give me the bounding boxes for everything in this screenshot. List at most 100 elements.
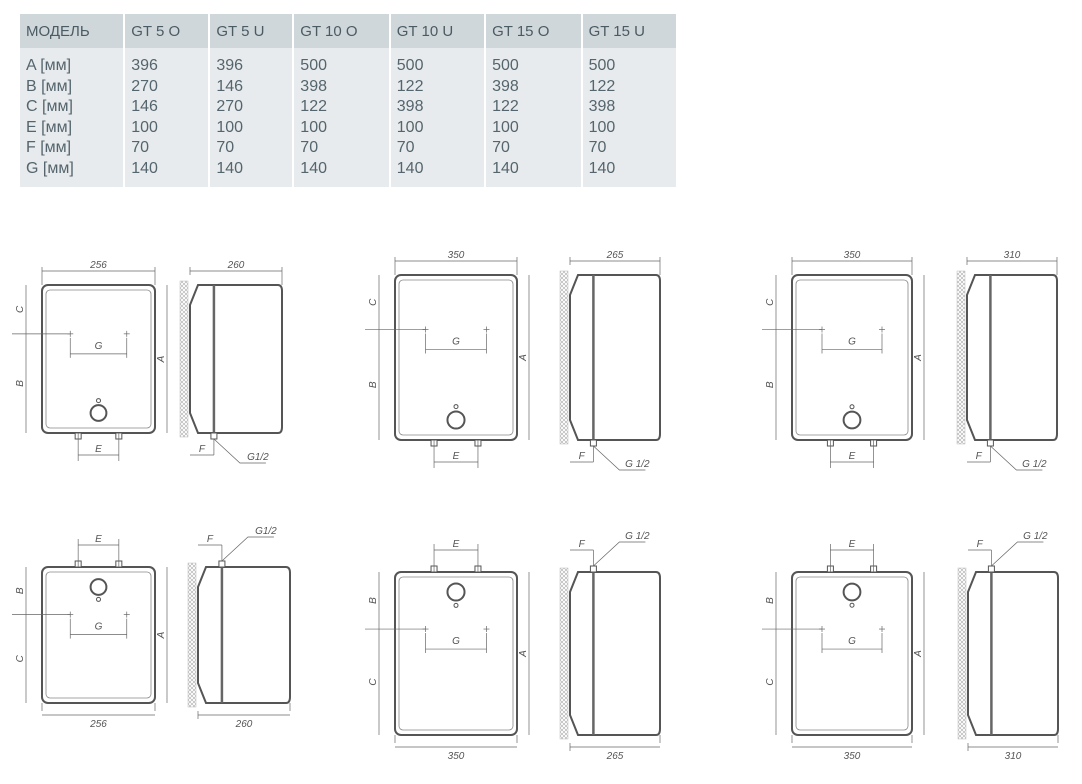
control-knob bbox=[842, 582, 862, 602]
heater-front-inner bbox=[45, 289, 152, 429]
table-cell: 140 bbox=[582, 158, 676, 187]
heater-front-inner bbox=[795, 279, 909, 436]
table-cell: 500 bbox=[582, 48, 676, 77]
heater-side-body bbox=[189, 284, 283, 434]
thread-leader bbox=[221, 536, 274, 562]
thread-label: G 1/2 bbox=[1022, 459, 1047, 470]
depth-label: 265 bbox=[606, 250, 624, 261]
indicator-light bbox=[849, 404, 855, 410]
dim-e-label: E bbox=[849, 539, 856, 550]
dim-a-label: A bbox=[913, 650, 924, 658]
wall-hatch bbox=[957, 567, 967, 740]
thread-leader bbox=[593, 541, 646, 567]
thread-label: G1/2 bbox=[255, 526, 277, 537]
dim-e-label: E bbox=[95, 534, 102, 545]
thread-leader bbox=[213, 438, 266, 464]
dim-g-label: G bbox=[95, 341, 103, 352]
depth-label: 310 bbox=[1004, 250, 1021, 261]
table-header-row: МОДЕЛЬ GT 5 O GT 5 U GT 10 O GT 10 U GT … bbox=[20, 14, 676, 48]
width-label: 256 bbox=[89, 260, 107, 271]
table-cell: 398 bbox=[294, 76, 389, 97]
dim-a-label: A bbox=[156, 355, 167, 363]
dim-f-label: F bbox=[977, 539, 984, 550]
control-knob bbox=[89, 578, 108, 596]
thread-leader bbox=[990, 445, 1043, 471]
dim-g-label: G bbox=[95, 622, 103, 633]
dim-b-label: B bbox=[15, 587, 26, 594]
table-cell: 70 bbox=[486, 138, 581, 159]
dim-g-label: G bbox=[848, 336, 856, 347]
indicator-light bbox=[849, 602, 855, 608]
heater-front-inner bbox=[398, 279, 514, 436]
table-cell: 500 bbox=[294, 48, 389, 77]
table-cell: 70 bbox=[390, 138, 485, 159]
table-cell: 398 bbox=[582, 97, 676, 118]
heater-front-inner bbox=[45, 571, 152, 699]
table-cell: 146 bbox=[125, 97, 209, 118]
header-gt5o: GT 5 O bbox=[125, 14, 209, 48]
control-knob bbox=[446, 582, 466, 602]
depth-label: 310 bbox=[1005, 751, 1022, 762]
header-gt5u: GT 5 U bbox=[210, 14, 293, 48]
width-label: 256 bbox=[89, 719, 107, 730]
wall-hatch bbox=[187, 562, 197, 708]
table-cell: 100 bbox=[582, 117, 676, 138]
table-cell: 100 bbox=[210, 117, 293, 138]
table-cell: 70 bbox=[294, 138, 389, 159]
table-cell: 70 bbox=[210, 138, 293, 159]
dim-c-label: C bbox=[15, 305, 26, 313]
heater-side-body bbox=[569, 274, 661, 441]
wall-hatch bbox=[559, 270, 569, 445]
table-cell: 100 bbox=[390, 117, 485, 138]
heater-front-body bbox=[41, 284, 156, 434]
table-cell: 140 bbox=[486, 158, 581, 187]
heater-front-inner bbox=[795, 576, 909, 731]
dim-b-label: B bbox=[765, 597, 776, 604]
header-model: МОДЕЛЬ bbox=[20, 14, 124, 48]
heater-side-body bbox=[197, 566, 291, 704]
dim-a-label: A bbox=[518, 650, 529, 658]
side-outlet bbox=[210, 432, 218, 440]
heater-front-body bbox=[41, 566, 156, 704]
dim-b-label: B bbox=[368, 597, 379, 604]
thread-label: G 1/2 bbox=[625, 531, 650, 542]
dim-b-label: B bbox=[368, 381, 379, 388]
side-outlet bbox=[218, 560, 226, 568]
heater-front-body bbox=[791, 571, 913, 736]
control-knob bbox=[446, 410, 466, 430]
row-label: E [мм] bbox=[20, 117, 124, 138]
dim-b-label: B bbox=[15, 380, 26, 387]
dim-e-label: E bbox=[95, 444, 102, 455]
heater-side-body bbox=[967, 571, 1059, 736]
table-cell: 122 bbox=[390, 76, 485, 97]
side-outlet bbox=[987, 565, 995, 573]
row-label: A [мм] bbox=[20, 48, 124, 77]
table-cell: 146 bbox=[210, 76, 293, 97]
dim-c-label: C bbox=[765, 298, 776, 306]
depth-label: 265 bbox=[606, 751, 624, 762]
indicator-light bbox=[96, 596, 101, 602]
dim-a-label: A bbox=[913, 354, 924, 362]
heater-front-body bbox=[394, 274, 518, 441]
width-label: 350 bbox=[844, 751, 861, 762]
table-cell: 140 bbox=[390, 158, 485, 187]
heater-front-body bbox=[394, 571, 518, 736]
heater-front-inner bbox=[398, 576, 514, 731]
width-label: 350 bbox=[448, 250, 465, 261]
table-cell: 122 bbox=[486, 97, 581, 118]
header-gt10o: GT 10 O bbox=[294, 14, 389, 48]
table-cell: 140 bbox=[125, 158, 209, 187]
dim-f-label: F bbox=[579, 451, 586, 462]
